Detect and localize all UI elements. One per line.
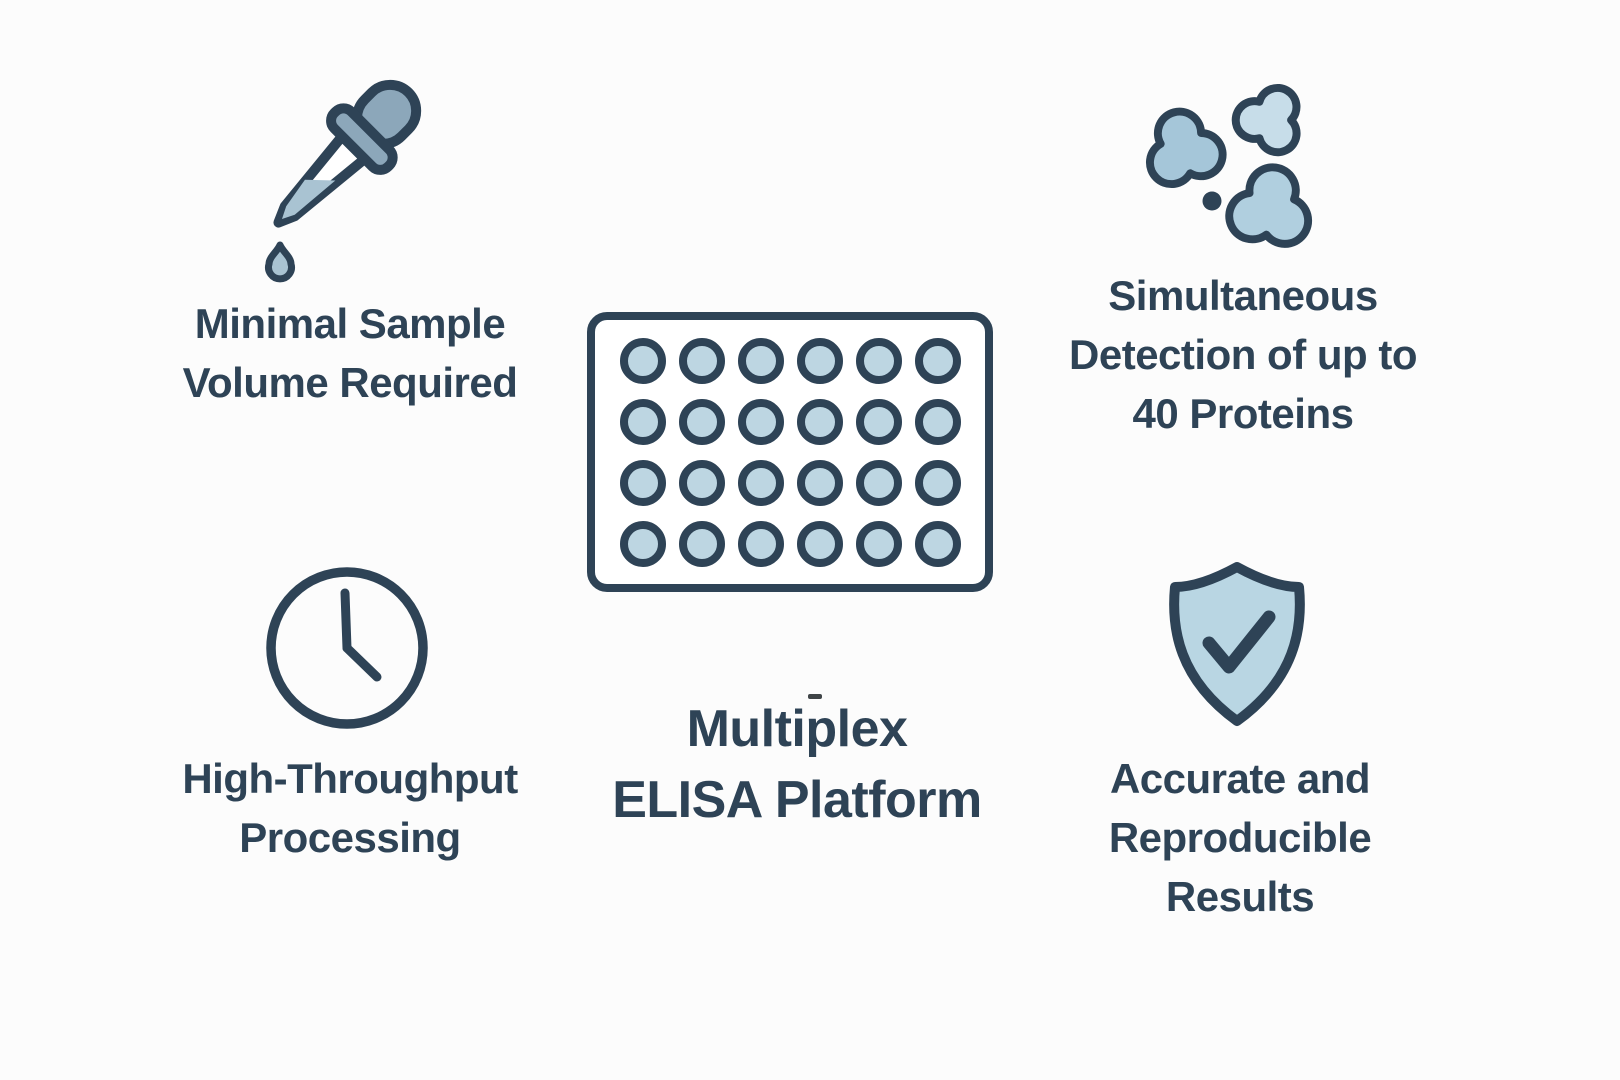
clock-hour-hand [342,643,382,682]
feature-label: Simultaneous Detection of up to 40 Prote… [1023,266,1463,443]
microplate-well [678,459,725,506]
feature-label-line: Reproducible [1108,814,1372,861]
microplate-well [796,459,843,506]
dropper-icon [265,79,422,283]
microplate-well [678,398,725,445]
microplate-well [619,337,666,384]
feature-label-line: Results [1165,873,1315,920]
clock-icon [266,567,428,729]
microplate-well [678,520,725,567]
feature-label: Accurate and Reproducible Results [1020,749,1460,926]
feature-label: Minimal Sample Volume Required [130,294,570,412]
feature-simultaneous-detection: Simultaneous Detection of up to 40 Prote… [1023,72,1463,472]
microplate-well [737,337,784,384]
microplate-well [619,398,666,445]
microplate-well [619,459,666,506]
feature-label-line: Processing [239,814,461,861]
stray-dash-artifact [808,694,822,699]
feature-label-line: Volume Required [182,359,518,406]
feature-label-line: Detection of up to [1069,331,1417,378]
clock-minute-hand [340,588,352,653]
microplate-well [737,398,784,445]
protein-dot [1202,191,1222,211]
feature-high-throughput: High-Throughput Processing [130,556,570,886]
feature-minimal-sample-volume: Minimal Sample Volume Required [130,70,570,415]
microplate-well [914,459,961,506]
microplate-well [678,337,725,384]
microplate-well [855,459,902,506]
microplate-well [914,398,961,445]
shield-check-icon [1169,562,1305,726]
diagram-title: Multiplex ELISA Platform [537,694,1057,836]
feature-label-line: Simultaneous [1108,272,1378,319]
proteins-icon [1135,72,1325,262]
diagram-title-line2: ELISA Platform [612,771,982,829]
microplate-well [855,520,902,567]
microplate-well [796,337,843,384]
microplate-icon [587,312,993,592]
microplate-well [619,520,666,567]
microplate-well [796,520,843,567]
microplate-well [737,520,784,567]
feature-label-line: Minimal Sample [194,300,506,347]
microplate-well [737,459,784,506]
diagram-title-line1: Multiplex [686,700,908,758]
feature-label-line: High-Throughput [182,755,518,802]
microplate-well [914,337,961,384]
feature-label-line: Accurate and [1109,755,1371,802]
feature-label-line: 40 Proteins [1132,390,1354,437]
microplate-well [855,398,902,445]
microplate-well [796,398,843,445]
feature-label: High-Throughput Processing [130,749,570,867]
microplate-well [855,337,902,384]
feature-accurate-reproducible: Accurate and Reproducible Results [1020,550,1460,930]
microplate-well [914,520,961,567]
